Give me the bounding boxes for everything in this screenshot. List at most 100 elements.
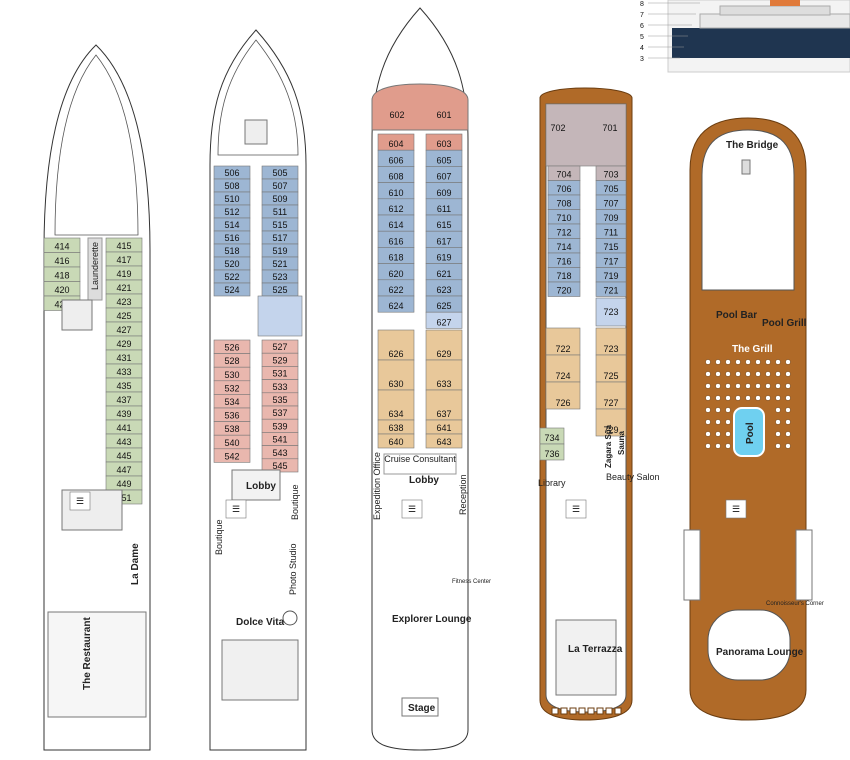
deck-chair xyxy=(775,443,781,449)
cabin-label-533: 533 xyxy=(272,382,287,392)
cabin-label-447: 447 xyxy=(116,465,131,475)
the-restaurant-label: The Restaurant xyxy=(82,617,93,690)
railing-post xyxy=(596,707,604,715)
deck-number-6: 6 xyxy=(640,23,644,30)
cabin-label-419: 419 xyxy=(116,269,131,279)
cabin-label-605: 605 xyxy=(436,155,451,165)
deck-chair xyxy=(715,371,721,377)
cabin-label-701: 701 xyxy=(602,123,617,133)
cabin-label-606: 606 xyxy=(388,155,403,165)
cabin-label-612: 612 xyxy=(388,204,403,214)
cabin-label-703: 703 xyxy=(603,170,618,180)
deck-chair xyxy=(745,395,751,401)
deck-chair xyxy=(715,431,721,437)
la-dame-label: La Dame xyxy=(130,543,141,585)
deck-chair xyxy=(745,371,751,377)
cabin-label-516: 516 xyxy=(224,233,239,243)
cabin-label-536: 536 xyxy=(224,411,239,421)
pool-grill-label: Pool Grill xyxy=(762,318,807,329)
cabin-label-714: 714 xyxy=(556,242,571,252)
deck6-lobby-label: Lobby xyxy=(409,475,439,486)
cabin-label-638: 638 xyxy=(388,423,403,433)
railing-post xyxy=(587,707,595,715)
cruise-consultant-label: Cruise Consultant xyxy=(384,454,456,464)
deck-number-4: 4 xyxy=(640,45,644,52)
cabin-label-640: 640 xyxy=(388,437,403,447)
deck5-lobby-label: Lobby xyxy=(246,481,276,492)
cabin-label-723: 723 xyxy=(603,344,618,354)
cabin-label-624: 624 xyxy=(388,301,403,311)
deck-chair xyxy=(765,383,771,389)
boutique-left-label: Boutique xyxy=(214,519,224,555)
cabin-label-720: 720 xyxy=(556,286,571,296)
suite-block-700 xyxy=(545,103,627,167)
cabin-label-441: 441 xyxy=(116,423,131,433)
the-bridge-label: The Bridge xyxy=(726,140,779,151)
deck-chair xyxy=(775,395,781,401)
deck-chair xyxy=(725,383,731,389)
cabin-label-614: 614 xyxy=(388,220,403,230)
deck-chair xyxy=(725,371,731,377)
cabin-542 xyxy=(213,448,251,463)
elevator-block xyxy=(69,491,91,511)
deck-chair xyxy=(765,359,771,365)
cabin-label-431: 431 xyxy=(116,353,131,363)
deck-chair xyxy=(725,395,731,401)
deck-chair xyxy=(775,407,781,413)
cabin-label-616: 616 xyxy=(388,236,403,246)
cabin-label-506: 506 xyxy=(224,168,239,178)
deck-chair xyxy=(785,443,791,449)
deck-chair xyxy=(785,383,791,389)
deck-chair xyxy=(725,419,731,425)
railing-post xyxy=(605,707,613,715)
cabin-label-617: 617 xyxy=(436,236,451,246)
cabin-label-706: 706 xyxy=(556,184,571,194)
cabin-label-719: 719 xyxy=(603,271,618,281)
cabin-720 xyxy=(547,281,581,297)
elevator-icon: ☰ xyxy=(232,504,240,514)
cabin-label-702: 702 xyxy=(550,123,565,133)
deck-chair xyxy=(725,443,731,449)
deck-chair xyxy=(765,395,771,401)
cabin-label-716: 716 xyxy=(556,257,571,267)
cabin-label-531: 531 xyxy=(272,369,287,379)
pool-label: Pool xyxy=(745,422,756,444)
connoisseurs-corner-label: Connoisseur's Corner xyxy=(766,601,824,607)
la-terrazza-label: La Terrazza xyxy=(568,644,623,655)
cabin-label-451: 451 xyxy=(116,493,131,503)
cabin-label-718: 718 xyxy=(556,271,571,281)
deck-chair xyxy=(755,359,761,365)
elevator-icon: ☰ xyxy=(408,504,416,514)
cabin-643 xyxy=(425,433,463,449)
cabin-label-715: 715 xyxy=(603,242,618,252)
explorer-lounge-label: Explorer Lounge xyxy=(392,614,472,625)
cabin-label-604: 604 xyxy=(388,139,403,149)
cabin-label-535: 535 xyxy=(272,395,287,405)
deck-chair xyxy=(705,443,711,449)
cabin-label-429: 429 xyxy=(116,339,131,349)
deck-chair xyxy=(735,395,741,401)
deck-chair xyxy=(705,371,711,377)
cabin-label-532: 532 xyxy=(224,383,239,393)
cabin-label-611: 611 xyxy=(437,204,451,214)
cabin-label-521: 521 xyxy=(272,259,287,269)
cabin-label-707: 707 xyxy=(603,199,618,209)
cabin-label-545: 545 xyxy=(272,461,287,471)
cabin-label-620: 620 xyxy=(388,269,403,279)
deck-chair xyxy=(775,383,781,389)
deck-chair xyxy=(735,383,741,389)
cabin-label-518: 518 xyxy=(224,246,239,256)
deck-chair xyxy=(765,371,771,377)
railing-post xyxy=(560,707,568,715)
cabin-label-512: 512 xyxy=(224,207,239,217)
deck-5: 5065085105125145165185205225245265285305… xyxy=(209,29,307,751)
beauty-salon-label: Beauty Salon xyxy=(606,472,660,482)
cabin-label-443: 443 xyxy=(116,437,131,447)
cabin-729 xyxy=(595,408,627,437)
cabin-label-627: 627 xyxy=(436,317,451,327)
cabin-label-510: 510 xyxy=(224,194,239,204)
deck-number-8: 8 xyxy=(640,1,644,8)
cabin-label-633: 633 xyxy=(436,379,451,389)
